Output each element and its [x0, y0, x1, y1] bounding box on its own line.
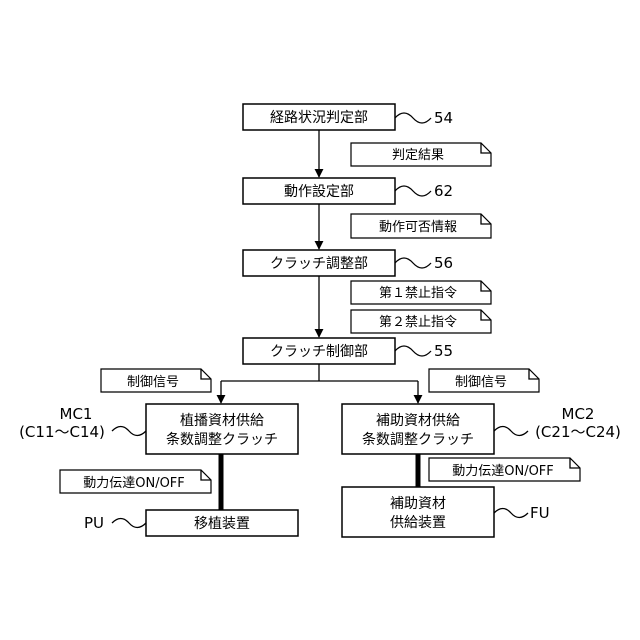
ref-54-label: 54 — [434, 109, 453, 127]
transplant-device-block: 移植装置 — [146, 510, 298, 536]
note-first-prohibit-text: 第１禁止指令 — [379, 286, 457, 301]
note-control-signal-left: 制御信号 — [101, 369, 211, 392]
note-power-right: 動力伝達ON/OFF — [429, 458, 580, 481]
note-power-right-text: 動力伝達ON/OFF — [452, 464, 554, 479]
ref-mc1-name: MC1 — [60, 405, 93, 423]
ref-fu: FU — [494, 504, 550, 522]
action-setting-block: 動作設定部 — [243, 178, 395, 204]
ref-mc2-name: MC2 — [562, 405, 595, 423]
planting-clutch-label-1: 植播資材供給 — [180, 413, 264, 429]
note-control-signal-right-text: 制御信号 — [455, 375, 507, 390]
route-judge-block: 経路状況判定部 — [243, 104, 395, 130]
branch-lines — [221, 364, 418, 403]
note-control-signal-left-text: 制御信号 — [127, 375, 179, 390]
aux-clutch-block: 補助資材供給 条数調整クラッチ — [342, 404, 494, 454]
note-judge-result-text: 判定結果 — [392, 148, 444, 163]
clutch-adjust-block: クラッチ調整部 — [243, 250, 395, 276]
aux-supply-block: 補助資材 供給装置 — [342, 487, 494, 537]
route-judge-label: 経路状況判定部 — [270, 110, 368, 126]
note-control-signal-right: 制御信号 — [429, 369, 539, 392]
ref-62-label: 62 — [434, 182, 453, 200]
ref-fu-label: FU — [530, 504, 550, 522]
aux-supply-label-1: 補助資材 — [390, 496, 446, 512]
note-second-prohibit-text: 第２禁止指令 — [379, 315, 457, 330]
ref-mc1-range: (C11～C14) — [19, 423, 105, 441]
ref-55: 55 — [395, 342, 453, 360]
planting-clutch-block: 植播資材供給 条数調整クラッチ — [146, 404, 298, 454]
note-power-left: 動力伝達ON/OFF — [60, 470, 211, 493]
ref-mc2: MC2 (C21～C24) — [494, 405, 621, 441]
clutch-control-block: クラッチ制御部 — [243, 338, 395, 364]
clutch-adjust-label: クラッチ調整部 — [270, 256, 368, 272]
transplant-device-label: 移植装置 — [194, 516, 250, 532]
clutch-control-label: クラッチ制御部 — [270, 344, 368, 360]
action-setting-label: 動作設定部 — [284, 184, 354, 200]
note-action-permission: 動作可否情報 — [351, 214, 491, 238]
aux-supply-label-2: 供給装置 — [390, 515, 446, 531]
aux-clutch-label-1: 補助資材供給 — [376, 413, 460, 429]
ref-62: 62 — [395, 182, 453, 200]
ref-pu: PU — [84, 514, 146, 532]
ref-mc1: MC1 (C11～C14) — [19, 405, 146, 441]
note-action-permission-text: 動作可否情報 — [379, 220, 457, 235]
note-first-prohibit: 第１禁止指令 — [351, 281, 491, 304]
ref-mc2-range: (C21～C24) — [535, 423, 621, 441]
note-judge-result: 判定結果 — [351, 143, 491, 166]
ref-54: 54 — [395, 109, 453, 127]
planting-clutch-label-2: 条数調整クラッチ — [166, 431, 278, 448]
ref-pu-label: PU — [84, 514, 104, 532]
note-power-left-text: 動力伝達ON/OFF — [83, 476, 185, 491]
ref-56-label: 56 — [434, 254, 453, 272]
note-second-prohibit: 第２禁止指令 — [351, 310, 491, 333]
aux-clutch-label-2: 条数調整クラッチ — [362, 431, 474, 448]
ref-55-label: 55 — [434, 342, 453, 360]
ref-56: 56 — [395, 254, 453, 272]
